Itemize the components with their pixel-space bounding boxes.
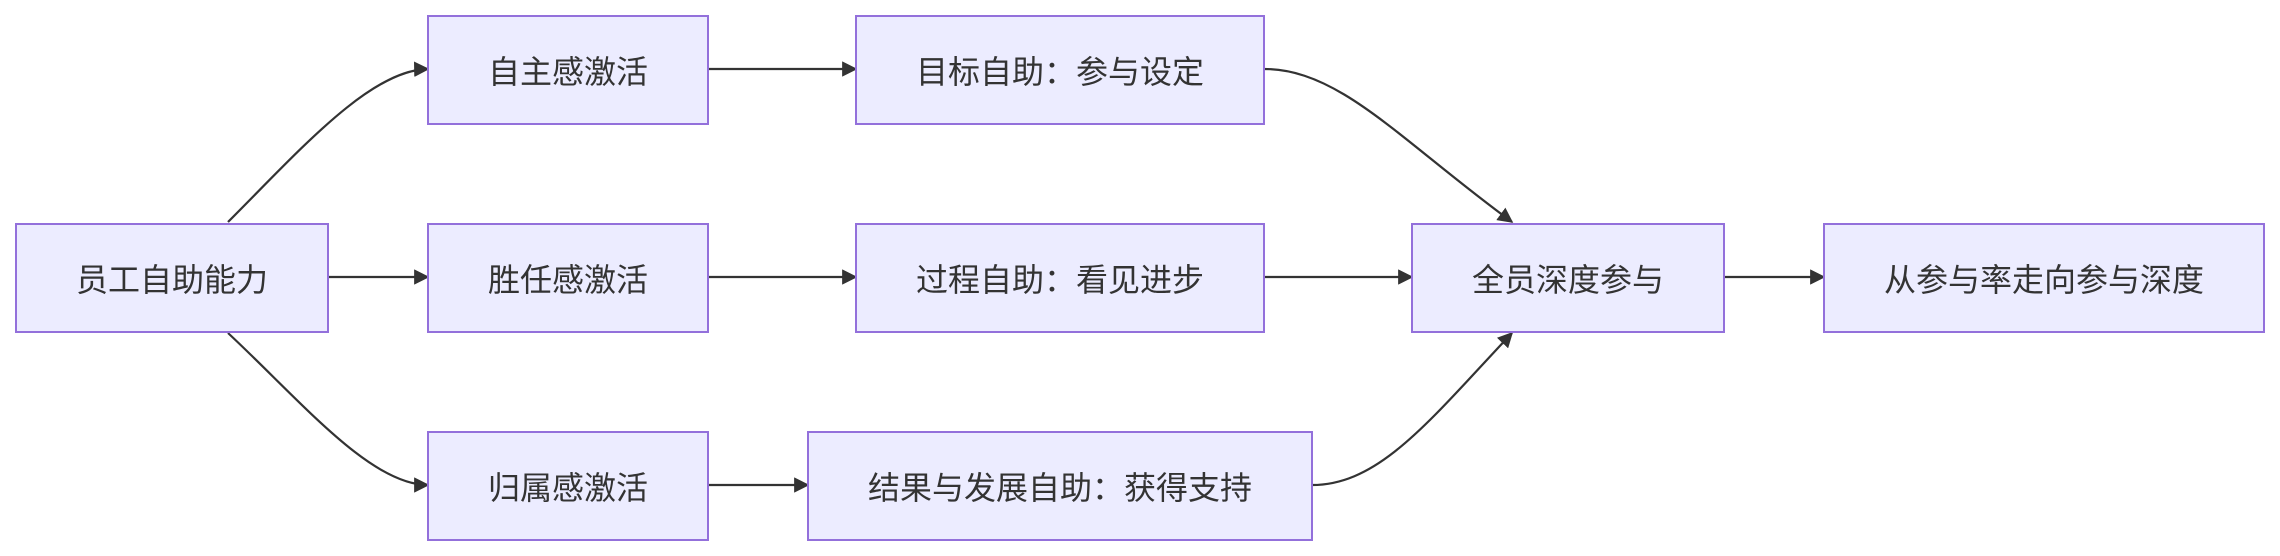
- edge-employee-to-autonomy: [227, 61, 430, 223]
- edge-goal-to-all-staff: [1263, 67, 1514, 223]
- node-employee-self-service: 员工自助能力: [15, 223, 329, 333]
- node-goal-self-service: 目标自助：参与设定: [855, 15, 1265, 125]
- node-outcome: 从参与率走向参与深度: [1823, 223, 2265, 333]
- node-competence-activation: 胜任感激活: [427, 223, 709, 333]
- node-all-staff-engagement: 全员深度参与: [1411, 223, 1725, 333]
- node-process-self-service: 过程自助：看见进步: [855, 223, 1265, 333]
- node-belonging-activation: 归属感激活: [427, 431, 709, 541]
- node-result-self-service: 结果与发展自助：获得支持: [807, 431, 1313, 541]
- node-autonomy-activation: 自主感激活: [427, 15, 709, 125]
- edge-result-to-all-staff: [1311, 331, 1514, 487]
- edge-employee-to-belonging: [227, 332, 430, 493]
